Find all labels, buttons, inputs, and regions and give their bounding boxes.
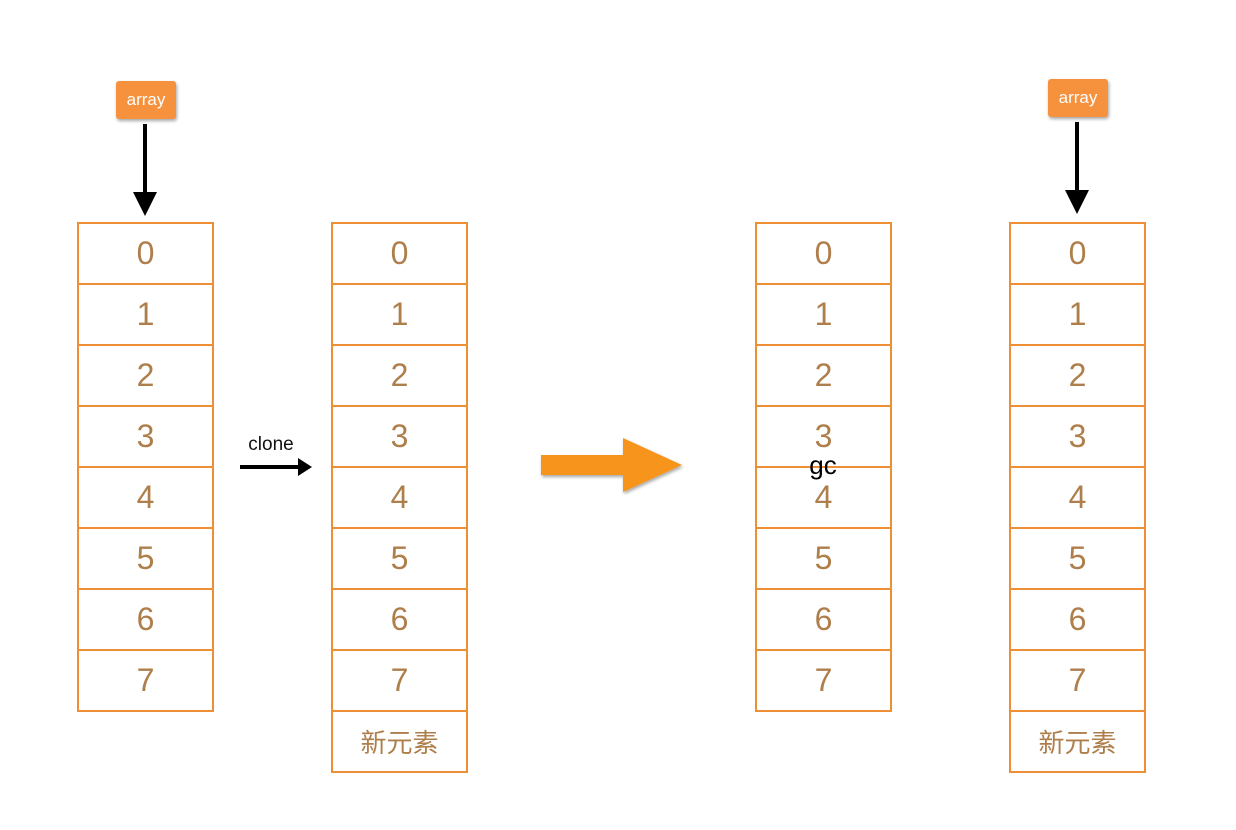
array-column-original: 0 1 2 3 4 5 6 7 <box>77 222 214 712</box>
array-pointer-label-text: array <box>126 90 166 109</box>
array-cell-new-element: 新元素 <box>331 710 468 773</box>
down-arrow-head <box>1065 190 1089 214</box>
down-arrow-shaft <box>1075 122 1079 190</box>
array-cell: 3 <box>331 405 468 468</box>
array-cell: 1 <box>331 283 468 346</box>
array-cell: 0 <box>755 222 892 285</box>
gc-label: gc <box>809 450 837 480</box>
array-cell: 6 <box>1009 588 1146 651</box>
array-cell: 6 <box>755 588 892 651</box>
array-pointer-label-right: array <box>1048 79 1108 117</box>
array-cell: 7 <box>1009 649 1146 712</box>
array-cell: 6 <box>77 588 214 651</box>
array-cell-new-element: 新元素 <box>1009 710 1146 773</box>
array-cell: 2 <box>331 344 468 407</box>
array-cell: 5 <box>755 527 892 590</box>
clone-arrow-icon <box>240 458 312 476</box>
array-cell: 3 <box>1009 405 1146 468</box>
array-cell: 4 <box>1009 466 1146 529</box>
array-cell: 2 <box>1009 344 1146 407</box>
clone-arrow-head <box>298 458 312 476</box>
array-cell: 4 <box>755 466 892 529</box>
array-cell: 7 <box>755 649 892 712</box>
array-cell: 6 <box>331 588 468 651</box>
down-arrow-head <box>133 192 157 216</box>
array-cell: 0 <box>1009 222 1146 285</box>
array-column-result: 0 1 2 3 4 5 6 7 新元素 <box>1009 222 1146 773</box>
array-cell: 3 <box>755 405 892 468</box>
array-cell: 5 <box>331 527 468 590</box>
array-cell: 1 <box>77 283 214 346</box>
array-cell: 5 <box>1009 527 1146 590</box>
array-pointer-label-text: array <box>1058 88 1098 107</box>
array-cell: 3 <box>77 405 214 468</box>
array-cell: 4 <box>331 466 468 529</box>
array-cell: 7 <box>77 649 214 712</box>
array-cell: 2 <box>755 344 892 407</box>
down-arrow-shaft <box>143 124 147 192</box>
array-cell: 5 <box>77 527 214 590</box>
array-cell: 4 <box>77 466 214 529</box>
clone-arrow-shaft <box>240 465 300 469</box>
array-cell: 1 <box>1009 283 1146 346</box>
array-cell: 0 <box>331 222 468 285</box>
array-cell: 0 <box>77 222 214 285</box>
array-column-clone: 0 1 2 3 4 5 6 7 新元素 <box>331 222 468 773</box>
array-cell: 1 <box>755 283 892 346</box>
clone-label: clone <box>248 434 294 455</box>
array-cell: 2 <box>77 344 214 407</box>
array-column-gc-old: 0 1 2 3 4 5 6 7 <box>755 222 892 712</box>
array-cell: 7 <box>331 649 468 712</box>
transform-arrow-icon <box>541 438 682 492</box>
array-pointer-label-left: array <box>116 81 176 119</box>
